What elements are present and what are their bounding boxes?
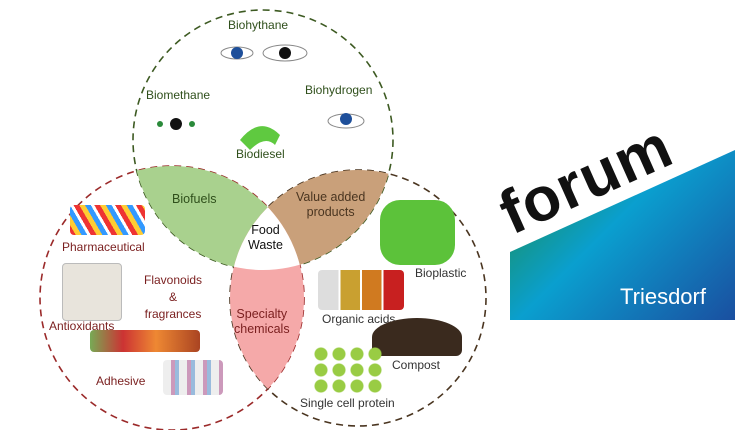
petal-label-specialty: Specialty chemicals [234,307,290,337]
logo-sub: Triesdorf [620,284,706,309]
fragrances-line: fragrances [144,307,202,321]
petal-label-biofuels: Biofuels [172,192,217,206]
adhesive-tape-image [163,360,223,395]
label-biohythane: Biohythane [228,18,289,32]
label-biomethane: Biomethane [146,88,211,102]
organic-acids-image [318,270,404,310]
value-added-line2: products [306,205,355,219]
label-flavonoids: Flavonoids & fragrances [144,272,202,323]
flavonoids-line: Flavonoids [144,273,203,287]
compost-image [372,318,462,356]
biofuels-petal [133,166,304,270]
center-label: Food Waste [248,223,283,253]
label-biohydrogen: Biohydrogen [305,83,373,97]
antioxidant-image [90,330,200,352]
fuel-nozzle-icon [240,126,280,150]
label-organic-acids: Organic acids [322,312,396,326]
label-pharmaceutical: Pharmaceutical [62,240,145,254]
venn-diagram [39,9,487,430]
label-adhesive: Adhesive [96,374,146,388]
label-compost: Compost [392,358,441,372]
center-line2: Waste [248,238,283,252]
petal-label-value-added: Value added products [296,190,365,220]
value-added-petal [230,170,393,270]
center-line1: Food [251,223,280,237]
ampersand-line: & [169,290,178,304]
value-added-line1: Value added [296,190,366,204]
label-biodiesel: Biodiesel [236,147,285,161]
label-single-cell-protein: Single cell protein [300,396,395,410]
perfume-image [62,263,122,321]
molecule-icon [157,44,365,130]
specialty-line1: Specialty [236,307,288,321]
bioplastic-image [380,200,455,265]
pills-image [70,205,145,235]
single-cell-protein-image [312,346,382,394]
specialty-line2: chemicals [234,322,290,336]
label-antioxidants: Antioxidants [49,319,115,333]
label-bioplastic: Bioplastic [415,266,467,280]
